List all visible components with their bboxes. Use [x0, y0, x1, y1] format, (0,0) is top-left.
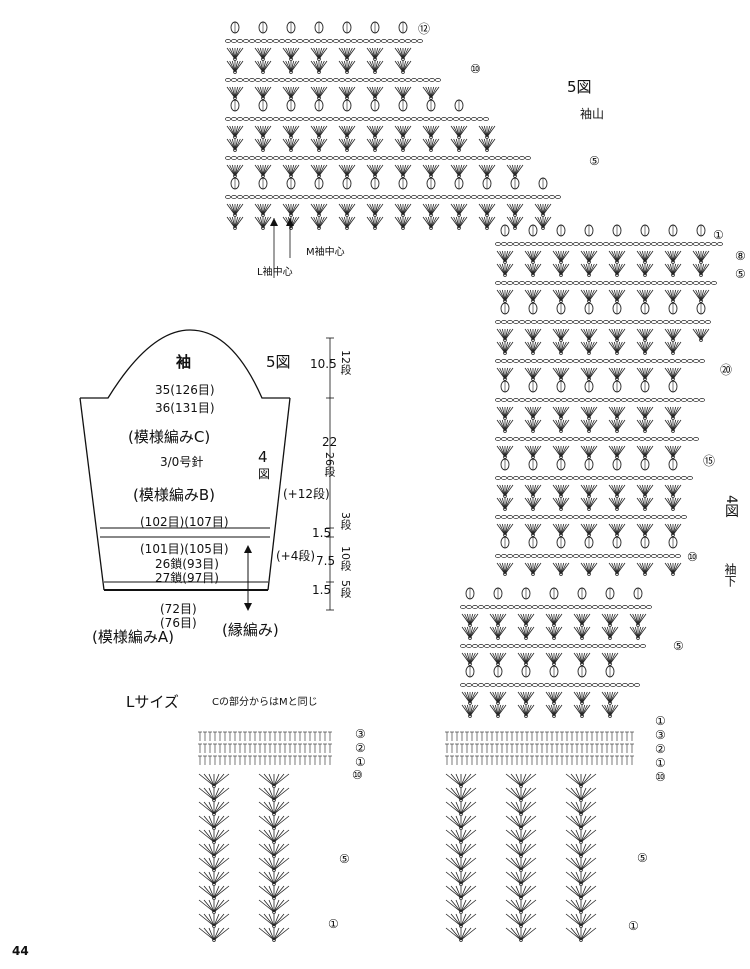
pattern-a-label: (模様編みA) [92, 628, 174, 646]
l-size-chart-right [445, 731, 634, 942]
chain-1: 26鎖(93目) [155, 557, 219, 571]
dim-cap-rows: 12段 [339, 350, 352, 375]
schematic-fig4-kanji: 図 [258, 467, 271, 481]
fig5-label: 5図 [567, 78, 592, 96]
dim-c-1: 22 [322, 435, 338, 449]
l-center-label: L袖中心 [257, 267, 293, 278]
stitches-a1: (101目)(105目) [140, 542, 229, 556]
sleeve-underarm-chart [460, 224, 723, 718]
l-size-chart-left [198, 731, 332, 942]
row-mark: ⑤ [735, 267, 746, 281]
row-mark: ① [355, 755, 366, 769]
dim-a-rows: 10段 [339, 546, 352, 571]
row-mark: ③ [355, 727, 366, 741]
sleeve-cap-chart [225, 21, 561, 230]
row-mark: ⑤ [637, 851, 648, 865]
row-mark: ⑩ [470, 62, 481, 76]
row-mark: ⑩ [352, 768, 363, 782]
stitches-b: (102目)(107目) [140, 515, 229, 529]
pattern-c-label: (模様編みC) [128, 428, 211, 446]
underarm-label: 袖下 [723, 563, 737, 587]
schematic-fig4: 4 [258, 448, 268, 466]
dim-plus4: (+4段) [276, 549, 316, 563]
row-mark: ③ [655, 728, 666, 742]
width-top-1: 35(126目) [155, 383, 215, 397]
row-mark: ① [628, 919, 639, 933]
schematic-title: 袖 [176, 353, 192, 371]
row-mark: ① [655, 756, 666, 770]
row-mark: ⑮ [703, 454, 716, 468]
dim-b-rows: 3段 [339, 512, 352, 530]
dim-c-2: 26段 [323, 452, 336, 477]
dim-edge: 1.5 [312, 583, 332, 597]
l-size-label: Lサイズ [126, 693, 179, 711]
width-top-2: 36(131目) [155, 401, 215, 415]
pattern-b-label: (模様編みB) [133, 486, 215, 504]
chain-2: 27鎖(97目) [155, 571, 219, 585]
row-mark: ① [655, 714, 666, 728]
sleeve-cap-label: 袖山 [580, 107, 605, 121]
dim-edge-rows: 5段 [339, 580, 352, 598]
row-mark: ② [655, 742, 666, 756]
row-mark: ① [713, 228, 724, 242]
row-mark: ⑳ [720, 363, 733, 377]
dim-a: 7.5 [316, 554, 336, 568]
dim-cap: 10.5 [310, 357, 337, 371]
row-markers [270, 218, 294, 278]
l-size-note: Cの部分からはMと同じ [212, 697, 318, 708]
dim-plus12: (+12段) [283, 487, 330, 501]
sleeve-schematic [79, 329, 334, 611]
row-mark: ⑤ [589, 154, 600, 168]
row-mark: ⑤ [339, 852, 350, 866]
row-mark: ⑧ [735, 249, 746, 263]
m-center-label: M袖中心 [306, 247, 345, 258]
row-mark: ⑩ [655, 770, 666, 784]
needle-label: 3/0号針 [160, 455, 204, 469]
row-mark: ② [355, 741, 366, 755]
row-mark: ⑩ [687, 550, 698, 564]
fig4-label: 4図 [723, 495, 739, 518]
row-mark: ① [328, 917, 339, 931]
bottom-width-1: (72目) [160, 602, 197, 616]
page-number: 44 [12, 944, 29, 958]
bottom-width-2: (76目) [160, 616, 197, 630]
row-mark: ⑤ [673, 639, 684, 653]
schematic-fig5: 5図 [266, 353, 291, 371]
edging-label: (縁編み) [222, 621, 279, 639]
dim-b: 1.5 [312, 526, 332, 540]
row-mark: ⑫ [418, 22, 431, 36]
